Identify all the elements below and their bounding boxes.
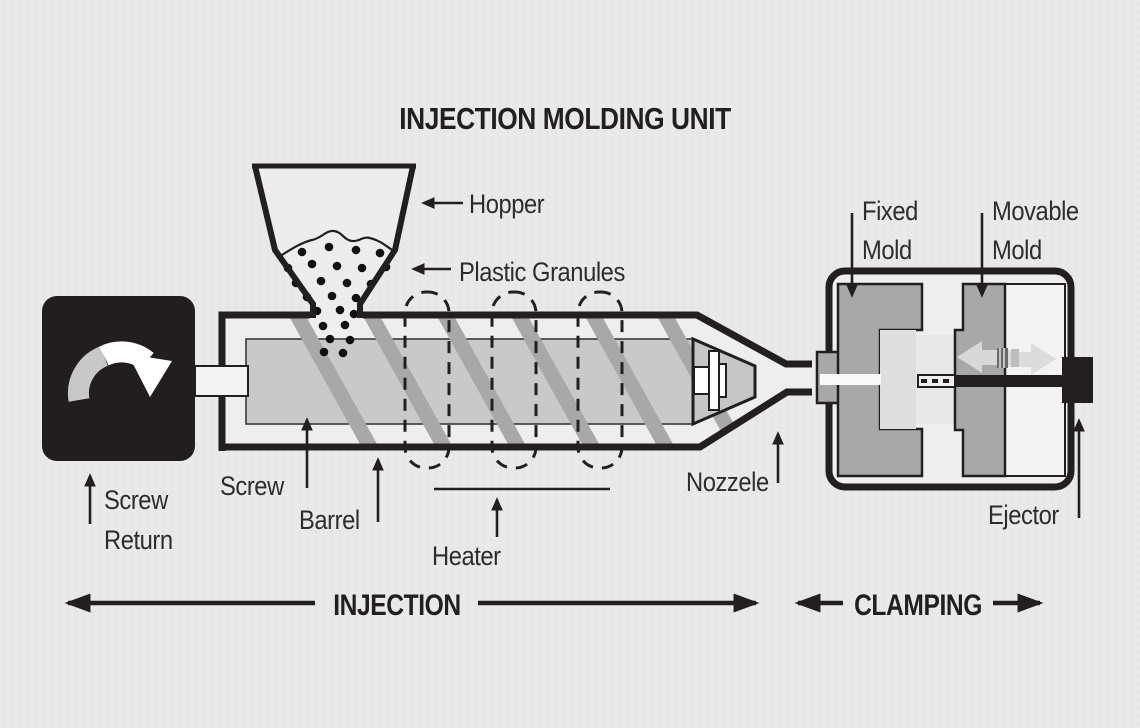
label-screw: Screw bbox=[220, 472, 285, 502]
motor-housing bbox=[42, 296, 195, 461]
label-movable-mold-line2: Mold bbox=[992, 236, 1042, 266]
label-movable-mold-line1: Movable bbox=[992, 197, 1079, 227]
pointer-arrows bbox=[84, 197, 1085, 537]
heater-band bbox=[403, 290, 451, 470]
label-fixed-mold-line1: Fixed bbox=[862, 197, 918, 227]
screw-tip bbox=[691, 336, 757, 427]
barrel-walls bbox=[218, 311, 812, 451]
ejector-block bbox=[1062, 357, 1093, 403]
screw-flights bbox=[290, 318, 745, 444]
label-screw-return-line2: Return bbox=[104, 526, 173, 556]
label-fixed-mold-line2: Mold bbox=[862, 236, 912, 266]
ejector-rod bbox=[917, 374, 1067, 388]
heater-band bbox=[576, 290, 624, 470]
clamping-unit bbox=[815, 267, 1093, 491]
sprue-channel bbox=[820, 374, 881, 385]
diagram-title: INJECTION MOLDING UNIT bbox=[399, 102, 731, 136]
label-nozzle: Nozzele bbox=[686, 468, 769, 498]
hopper-assembly bbox=[252, 163, 416, 358]
label-hopper: Hopper bbox=[469, 190, 545, 220]
label-heater: Heater bbox=[432, 542, 502, 572]
move-left-arrow-icon bbox=[957, 341, 1010, 373]
rotation-arrow-icon bbox=[67, 341, 172, 402]
barrel-assembly bbox=[218, 311, 814, 451]
section-label-clamping: CLAMPING bbox=[854, 588, 982, 622]
section-label-injection: INJECTION bbox=[333, 588, 460, 622]
move-right-arrow-icon bbox=[1008, 343, 1056, 375]
label-ejector: Ejector bbox=[988, 501, 1060, 531]
mold-movement-arrows bbox=[957, 341, 1056, 375]
screw-return-motor-block bbox=[42, 296, 195, 461]
label-screw-return-line1: Screw bbox=[104, 486, 169, 516]
drive-shaft bbox=[194, 365, 249, 397]
label-plastic-granules: Plastic Granules bbox=[459, 258, 625, 288]
granule-fill-line bbox=[276, 229, 395, 259]
hopper-walls bbox=[252, 163, 416, 318]
clamp-gray-bar bbox=[1011, 349, 1019, 367]
heater-bands bbox=[403, 290, 624, 470]
heater-band bbox=[490, 290, 538, 470]
clamp-hatch-bar bbox=[997, 348, 1008, 368]
label-barrel: Barrel bbox=[299, 506, 360, 536]
mold-cavity-block bbox=[880, 330, 916, 429]
